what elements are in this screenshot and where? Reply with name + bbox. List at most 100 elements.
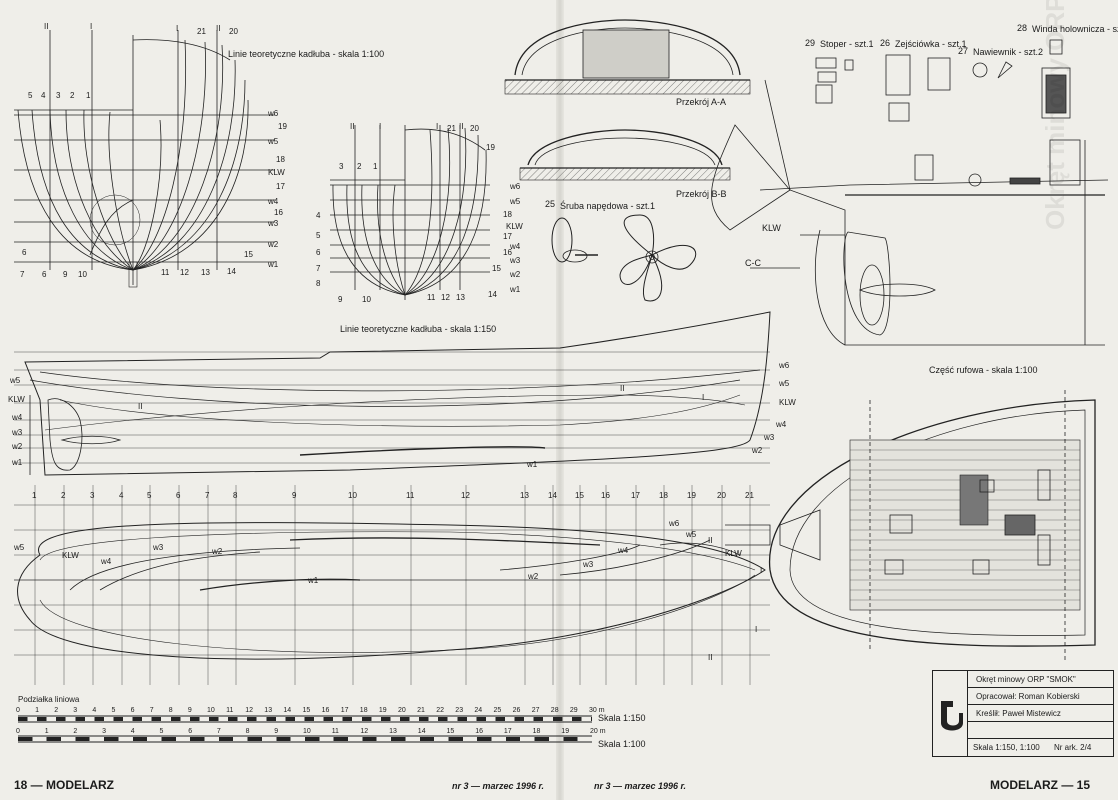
logo-icon [941, 701, 963, 731]
buttock-label-ii-large: II [44, 22, 49, 31]
hb-klw-label: KLW [62, 551, 79, 560]
aft-station-1-small: 1 [373, 162, 378, 171]
scale150-tick-25: 25 [493, 707, 502, 714]
scale150-tick-4: 4 [92, 707, 97, 714]
station-num-7: 7 [205, 491, 210, 500]
part-26-label: Zejściówka - szt.1 [895, 39, 967, 49]
profile-w5-left: w5 [10, 376, 21, 385]
footer-right-page: MODELARZ — 15 [990, 778, 1091, 792]
fore-bottom-13-large: 13 [201, 268, 210, 277]
hb-w2-label: w2 [212, 547, 223, 556]
fore-label-i-small: I [436, 122, 439, 131]
propeller-drawing [551, 214, 697, 302]
scale150-tick-22: 22 [436, 707, 444, 714]
page-fold [556, 0, 564, 800]
scale150-tick-15: 15 [302, 707, 311, 714]
station-num-21: 21 [745, 491, 754, 500]
scale100-tick-11: 11 [331, 728, 339, 735]
scale100-tick-13: 13 [389, 728, 397, 735]
scale100-tick-2: 2 [73, 728, 78, 735]
aft-station-10-small: 10 [362, 295, 371, 304]
station-num-6: 6 [176, 491, 181, 500]
profile-w4-left: w4 [12, 413, 23, 422]
hb-buttock-ii: II [708, 536, 713, 545]
section-aa-label: Przekrój A-A [676, 97, 727, 107]
scale100-tick-6: 6 [188, 728, 193, 735]
station-num-18: 18 [659, 491, 668, 500]
scale-100-label: Skala 1:100 [598, 739, 646, 749]
aft-bottom-9-large: 9 [63, 270, 68, 279]
station-15-large: 15 [244, 250, 253, 259]
station-num-15: 15 [575, 491, 584, 500]
half-breadth-plan [14, 522, 770, 660]
scale150-tick-19: 19 [378, 707, 387, 714]
aft-station-2-small: 2 [357, 162, 362, 171]
station-num-9: 9 [292, 491, 297, 500]
fore-label-21-small: 21 [447, 124, 456, 133]
aft-bottom-6-large: 6 [22, 248, 27, 257]
section-aa [504, 19, 751, 95]
part-29-no: 29 [805, 38, 816, 48]
fore-label-ii-large: II [216, 24, 221, 33]
wl-w4-large: w4 [268, 197, 279, 206]
profile-w6-right: w6 [779, 361, 790, 370]
tb-empty-row [968, 722, 1113, 739]
lines-caption-150: Linie teoretyczne kadłuba - skala 1:150 [340, 324, 497, 334]
scale150-tick-30: 30 m [589, 707, 605, 714]
scale150-tick-6: 6 [130, 707, 135, 714]
station-16-small: 16 [503, 248, 512, 257]
body-plan-small [330, 125, 490, 300]
station-num-20: 20 [717, 491, 726, 500]
fore-14-small: 14 [488, 290, 497, 299]
profile-w1-bottom: w1 [527, 460, 538, 469]
scale150-tick-10: 10 [207, 707, 215, 714]
fore-label-21-large: 21 [197, 27, 206, 36]
scale150-tick-7: 7 [149, 707, 154, 714]
wl-w6-small: w6 [510, 182, 521, 191]
station-19-large: 19 [278, 122, 287, 131]
station-15-small: 15 [492, 264, 501, 273]
station-num-2: 2 [61, 491, 66, 500]
scale100-tick-17: 17 [503, 728, 512, 735]
profile-buttock-ii: II [620, 384, 625, 393]
part-27-no: 27 [958, 46, 969, 56]
footer-left-page: 18 — MODELARZ [14, 778, 115, 792]
station-17-small: 17 [503, 232, 512, 241]
aft-station-6-small: 6 [316, 248, 321, 257]
fore-bottom-12-large: 12 [180, 268, 189, 277]
station-num-19: 19 [687, 491, 696, 500]
station-num-11: 11 [406, 491, 415, 500]
scale150-tick-5: 5 [111, 707, 116, 714]
wl-w6-large: w6 [268, 109, 279, 118]
aft-station-1: 1 [86, 91, 91, 100]
stern-caption: Część rufowa - skala 1:100 [929, 365, 1038, 375]
scale150-tick-0: 0 [16, 707, 20, 714]
scale100-tick-7: 7 [216, 728, 221, 735]
title-block: Okręt minowy ORP "SMOK" Opracował: Roman… [932, 670, 1114, 757]
scale100-tick-10: 10 [303, 728, 311, 735]
hb-w3-label-fore: w3 [583, 560, 594, 569]
fore-12-small: 12 [441, 293, 450, 302]
profile-view [14, 311, 771, 476]
fore-bottom-14-large: 14 [227, 267, 236, 276]
wl-w1-large: w1 [268, 260, 279, 269]
station-num-5: 5 [147, 491, 152, 500]
scale150-tick-14: 14 [283, 707, 292, 714]
part-29-label: Stoper - szt.1 [820, 39, 874, 49]
footer-left-issue: nr 3 — marzec 1996 r. [452, 781, 545, 791]
part-27-label: Nawiewnik - szt.2 [973, 47, 1044, 57]
hb-w2-label-fore: w2 [528, 572, 539, 581]
scale-bar-150 [18, 717, 592, 721]
scale100-tick-19: 19 [561, 728, 570, 735]
station-num-3: 3 [90, 491, 95, 500]
scale-bar-100 [18, 737, 592, 741]
stern-klw-label: KLW [762, 223, 781, 233]
aft-station-3-small: 3 [339, 162, 344, 171]
hb-w3-label: w3 [153, 543, 164, 552]
scale150-tick-8: 8 [168, 707, 173, 714]
fore-bottom-11-large: 11 [161, 268, 170, 277]
aft-bottom-7-large: 7 [20, 270, 25, 279]
station-num-8: 8 [233, 491, 238, 500]
aft-station-4: 4 [41, 91, 46, 100]
